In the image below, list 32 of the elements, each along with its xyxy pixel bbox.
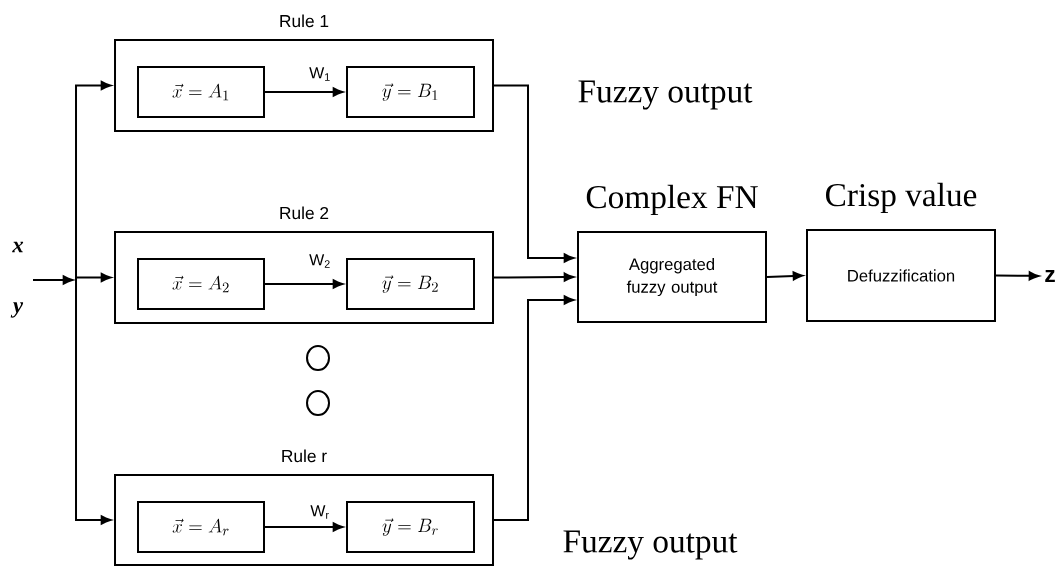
arrow bbox=[493, 295, 575, 521]
rule-title: Rule 2 bbox=[280, 206, 329, 220]
process-box: Defuzzification bbox=[806, 229, 996, 322]
rule-title: Rule 1 bbox=[280, 14, 329, 28]
rule-title: Rule r bbox=[282, 449, 327, 463]
condition-box: $\vec{x} = A_{r}$ bbox=[137, 501, 265, 553]
condition-box: $\vec{y} = B_{r}$ bbox=[346, 501, 475, 553]
arrow bbox=[264, 522, 344, 532]
arrow bbox=[75, 279, 112, 525]
input-variable: y bbox=[10, 302, 24, 318]
arrow bbox=[32, 275, 74, 285]
condition-box: $\vec{y} = B_{2}$ bbox=[346, 258, 475, 310]
arrow bbox=[766, 271, 804, 281]
arrow bbox=[75, 272, 112, 283]
arrow bbox=[493, 272, 575, 282]
edge-label: W$_{1}$ bbox=[307, 65, 333, 83]
arrow bbox=[264, 279, 344, 289]
input-variable: x bbox=[12, 241, 24, 253]
block-heading: Crisp value bbox=[826, 182, 977, 214]
edge-label: W$_{2}$ bbox=[307, 252, 333, 270]
output-variable: z bbox=[1045, 270, 1055, 282]
condition-box: $\vec{x} = A_{2}$ bbox=[137, 258, 265, 310]
edge-label: Fuzzy output bbox=[576, 79, 754, 111]
condition-box: $\vec{x} = A_{1}$ bbox=[137, 66, 265, 118]
edge-label: W$_{r}$ bbox=[309, 503, 331, 521]
process-box: Aggregated fuzzy output bbox=[577, 231, 767, 323]
condition-box: $\vec{y} = B_{1}$ bbox=[346, 66, 475, 118]
edge-label: Fuzzy output bbox=[561, 529, 739, 561]
arrow bbox=[264, 87, 344, 97]
arrow bbox=[995, 271, 1040, 281]
block-heading: Complex FN bbox=[586, 184, 758, 216]
arrow bbox=[493, 84, 575, 263]
